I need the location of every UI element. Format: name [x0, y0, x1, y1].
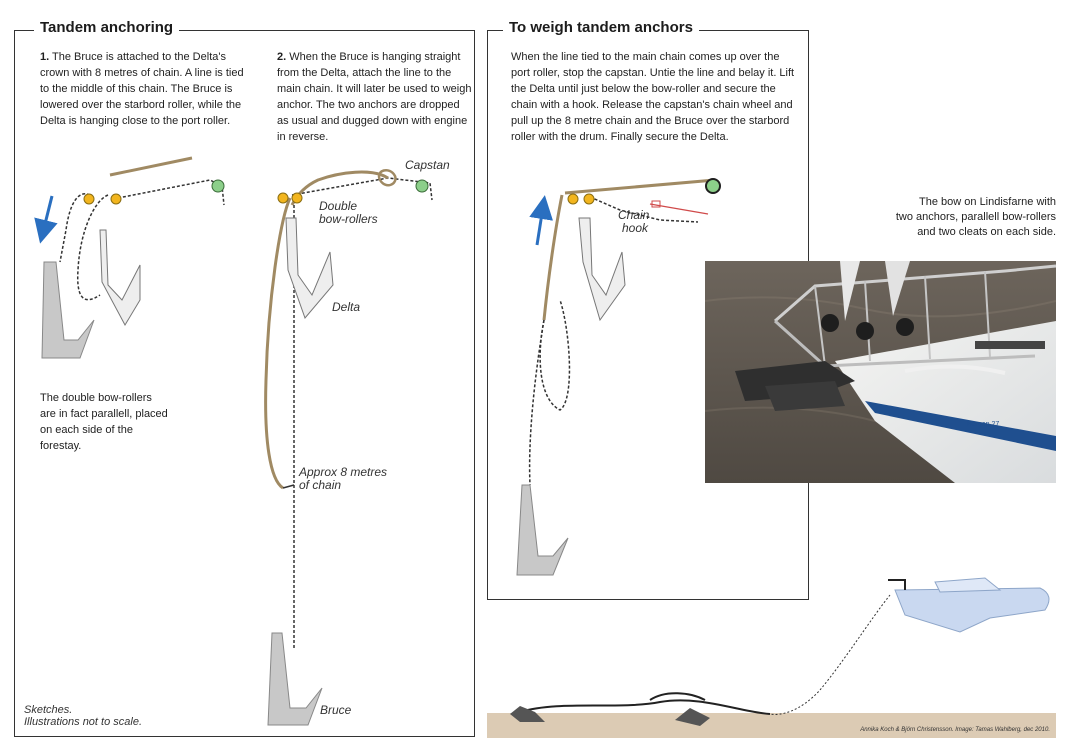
bow-fitting: [888, 579, 906, 590]
step2-text: 2. When the Bruce is hanging straight fr…: [277, 49, 473, 145]
photo-caption-line-2: two anchors, parallell bow-rollers: [895, 211, 1056, 223]
delta-label: Delta: [332, 300, 361, 314]
capstan-label: Capstan: [405, 158, 450, 172]
tandem-title: Tandem anchoring: [34, 19, 180, 37]
approx-chain-label-2: of chain: [299, 478, 342, 492]
capstan-3: [705, 178, 721, 194]
weigh-title: To weigh tandem anchors: [503, 19, 699, 37]
sketch-3: [516, 178, 721, 576]
starboard-roller-2: [291, 192, 303, 204]
bow-photo-drawing: Bergen 27: [705, 261, 1056, 483]
anchor-chain-bottom: [769, 594, 891, 715]
double-rollers-label-1: Double: [319, 199, 358, 213]
sketch-2: [264, 168, 433, 726]
up-arrow-icon: [529, 195, 553, 246]
tandem-frame: [14, 30, 475, 737]
port-roller-2: [277, 192, 289, 204]
delta-anchor-1: [99, 229, 141, 327]
knot-icon: [377, 168, 397, 187]
chain-hook-icon: [651, 200, 661, 208]
seabed: [487, 713, 1056, 738]
down-arrow-icon: [34, 195, 58, 244]
chain-hook-label-1: Chain: [618, 208, 650, 222]
step2-body: When the Bruce is hanging straight from …: [277, 51, 472, 143]
approx-chain-label-1: Approx 8 metres: [299, 465, 388, 479]
chain-hook-label-2: hook: [622, 221, 649, 235]
bruce-anchor-1: [41, 261, 95, 359]
rope-line: [109, 156, 193, 177]
sketch-1: [34, 156, 225, 359]
delta-anchor-2: [285, 217, 334, 319]
photo-caption-line-3: and two cleats on each side.: [917, 226, 1056, 238]
rope-line-2: [264, 197, 292, 490]
step1-number: 1.: [40, 51, 50, 63]
bruce-anchor-bottom: [510, 706, 545, 722]
hull-name: Bergen 27: [967, 421, 999, 428]
port-roller-1: [83, 193, 95, 205]
parallel-note: The double bow-rollers are in fact paral…: [40, 392, 168, 452]
weigh-text: When the line tied to the main chain com…: [511, 51, 795, 143]
step2-number: 2.: [277, 51, 287, 63]
sketch-note-2: Illustrations not to scale.: [24, 716, 143, 728]
photo-anchor-2: [765, 381, 845, 411]
boat-hull: [894, 587, 1050, 633]
main-chain-1: [117, 179, 225, 206]
bruce-anchor-2: [267, 632, 323, 726]
step1-text: 1. The Bruce is attached to the Delta's …: [40, 49, 252, 129]
delta-anchor-3: [578, 217, 626, 322]
rope-line-3: [564, 178, 716, 195]
boat-cabin: [934, 577, 1002, 593]
photo-caption: The bow on Lindisfarne with two anchors,…: [870, 195, 1056, 240]
main-chain-3: [589, 196, 699, 223]
photo-caption-line-1: The bow on Lindisfarne with: [919, 196, 1056, 208]
tandem-chain-bottom: [519, 699, 771, 715]
hull-stripe: [865, 401, 1056, 451]
seabed-scene: [487, 577, 1056, 738]
chain-hook-line: [649, 203, 709, 215]
connecting-chain-1: [77, 194, 109, 301]
delta-anchor-bottom: [675, 708, 710, 726]
capstan-2: [415, 179, 429, 193]
capstan-1: [211, 179, 225, 193]
bruce-label: Bruce: [320, 703, 352, 717]
step1-body: The Bruce is attached to the Delta's cro…: [40, 51, 244, 127]
port-roller-3: [567, 193, 579, 205]
sketch-note-1: Sketches.: [24, 704, 73, 716]
connecting-chain-3: [539, 299, 571, 411]
image-credit: Annika Koch & Björn Christensson. Image:…: [860, 727, 1050, 733]
bow-photo: Bergen 27: [705, 261, 1056, 483]
double-rollers-label-2: bow-rollers: [319, 212, 378, 226]
starboard-roller-3: [583, 193, 595, 205]
starboard-roller-1: [110, 193, 122, 205]
bruce-anchor-3: [516, 484, 569, 576]
